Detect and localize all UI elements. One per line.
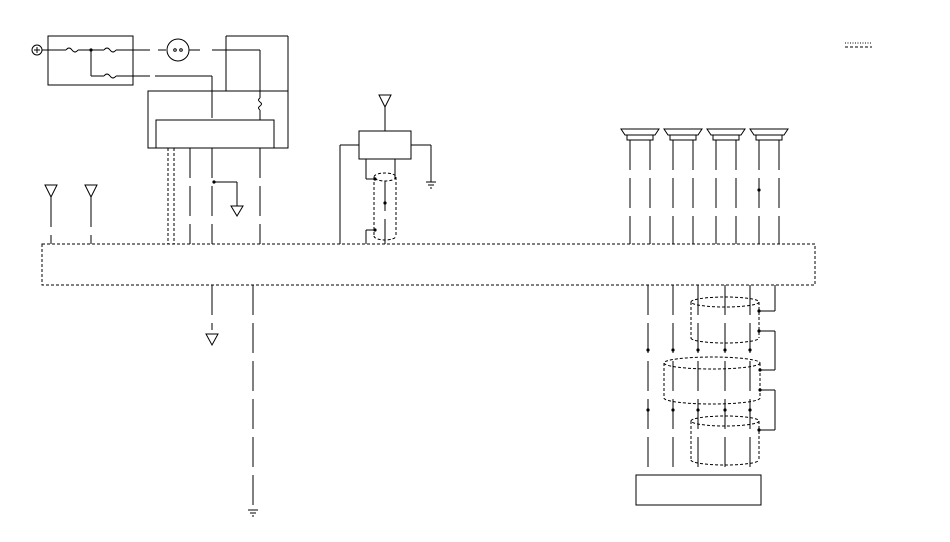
- coil-resistor: [258, 97, 262, 111]
- splice-points: [646, 348, 752, 412]
- speaker-icon-3: [706, 128, 746, 244]
- antenna-icon-center: [378, 94, 392, 131]
- fuse-2: [103, 47, 117, 53]
- speaker-icon-1: [620, 128, 660, 244]
- ground-icon-center: [426, 181, 436, 189]
- antenna-icon-left-2: [84, 184, 98, 244]
- drain-wires: [757, 285, 776, 432]
- lamp-icon: [166, 38, 190, 62]
- bottom-connector-module: [635, 474, 762, 506]
- legend: [845, 42, 872, 48]
- fuse-3: [103, 73, 117, 79]
- ground-icon-lower-left: [205, 333, 219, 347]
- signal-wires: [647, 285, 751, 475]
- battery-positive-terminal: [31, 44, 43, 56]
- shield-3: [690, 415, 760, 466]
- relay-unit: [155, 119, 275, 149]
- center-module: [358, 130, 412, 160]
- fuse-1: [65, 47, 79, 53]
- speaker-icon-4: [749, 128, 789, 244]
- speaker-icon-2: [663, 128, 703, 244]
- ground-icon-relay: [230, 205, 244, 217]
- shield-2: [663, 356, 761, 405]
- fuse-box: [47, 35, 134, 86]
- antenna-icon-left-1: [44, 184, 58, 244]
- ground-icon-chassis: [248, 509, 258, 517]
- main-harness-connector: [41, 243, 816, 286]
